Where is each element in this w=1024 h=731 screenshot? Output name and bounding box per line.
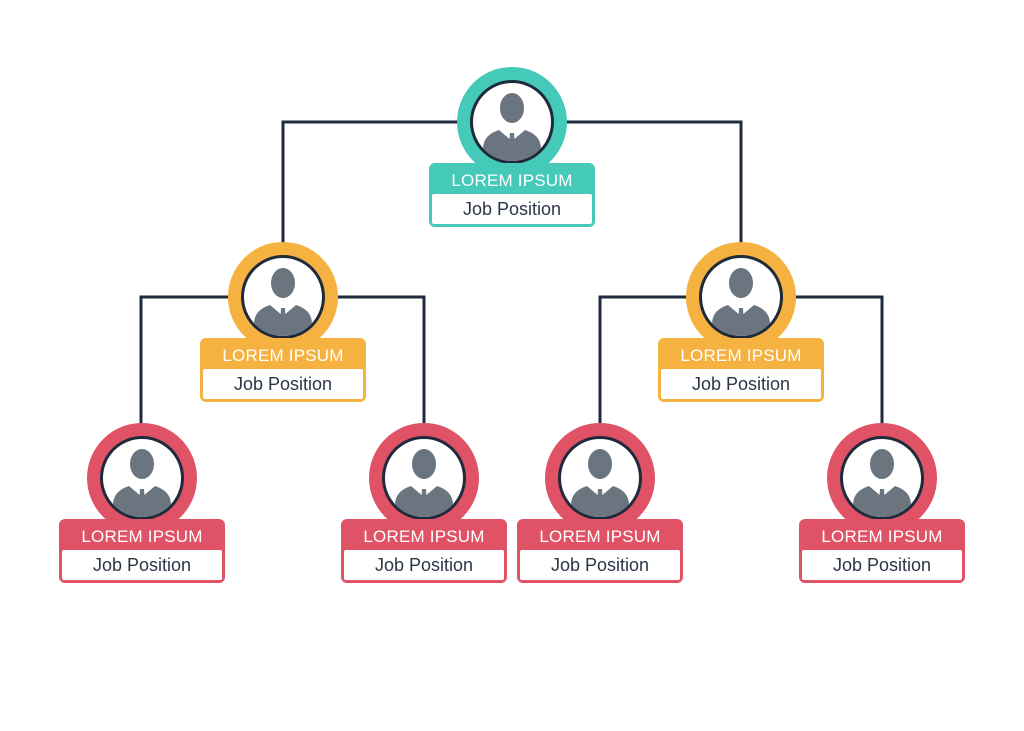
avatar-ring: [545, 423, 655, 533]
node-job-position: Job Position: [344, 550, 504, 580]
node-card: LOREM IPSUM Job Position: [658, 338, 824, 402]
avatar: [100, 436, 184, 520]
person-icon: [113, 449, 171, 517]
node-job-position: Job Position: [661, 369, 821, 399]
node-name: LOREM IPSUM: [821, 527, 943, 546]
node-job-position: Job Position: [203, 369, 363, 399]
node-name: LOREM IPSUM: [222, 346, 344, 365]
person-icon: [395, 449, 453, 517]
node-name: LOREM IPSUM: [451, 171, 573, 190]
avatar-ring: [827, 423, 937, 533]
node-job-position: Job Position: [520, 550, 680, 580]
avatar: [840, 436, 924, 520]
node-name: LOREM IPSUM: [363, 527, 485, 546]
node-name: LOREM IPSUM: [81, 527, 203, 546]
node-card: LOREM IPSUM Job Position: [799, 519, 965, 583]
node-card: LOREM IPSUM Job Position: [517, 519, 683, 583]
person-icon: [571, 449, 629, 517]
node-card: LOREM IPSUM Job Position: [429, 163, 595, 227]
connector-root-left: [281, 120, 460, 250]
avatar-ring: [686, 242, 796, 352]
connector-right-right: [792, 295, 884, 430]
avatar: [382, 436, 466, 520]
node-card: LOREM IPSUM Job Position: [200, 338, 366, 402]
node-card: LOREM IPSUM Job Position: [341, 519, 507, 583]
node-card: LOREM IPSUM Job Position: [59, 519, 225, 583]
avatar: [699, 255, 783, 339]
avatar: [470, 80, 554, 164]
avatar: [558, 436, 642, 520]
node-name: LOREM IPSUM: [539, 527, 661, 546]
node-job-position: Job Position: [802, 550, 962, 580]
avatar-ring: [457, 67, 567, 177]
person-icon: [853, 449, 911, 517]
connector-right-left: [598, 295, 690, 430]
person-icon: [483, 93, 541, 161]
connector-root-right: [564, 120, 743, 250]
connector-left-left: [139, 295, 232, 430]
avatar: [241, 255, 325, 339]
node-name: LOREM IPSUM: [680, 346, 802, 365]
node-job-position: Job Position: [432, 194, 592, 224]
avatar-ring: [228, 242, 338, 352]
person-icon: [712, 268, 770, 336]
connector-left-right: [334, 295, 426, 430]
person-icon: [254, 268, 312, 336]
avatar-ring: [87, 423, 197, 533]
node-job-position: Job Position: [62, 550, 222, 580]
avatar-ring: [369, 423, 479, 533]
